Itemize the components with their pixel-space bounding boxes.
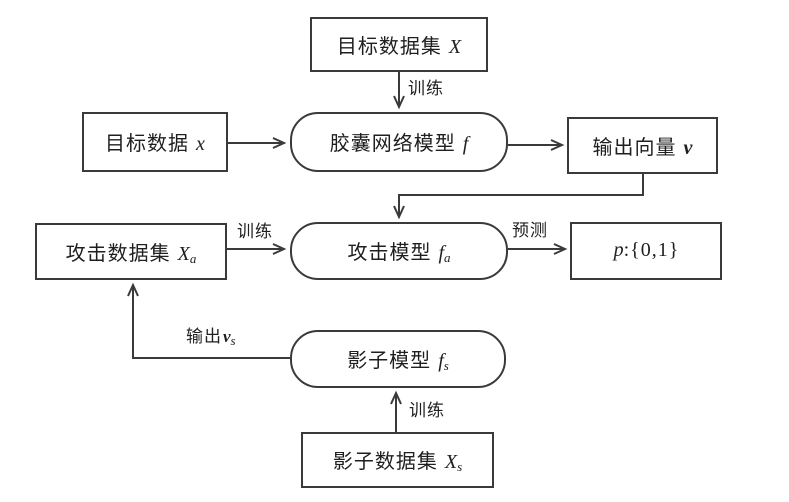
- label-post: :{0,1}: [623, 239, 680, 261]
- node-label: 目标数据 x: [105, 127, 205, 157]
- node-shadow-dataset: 影子数据集 Xs: [301, 432, 494, 488]
- label-text: 攻击数据集: [65, 242, 177, 265]
- label-var: X: [177, 242, 190, 265]
- label-sub: a: [189, 250, 197, 266]
- edge-label-shadow-output: 输出vs: [186, 327, 236, 349]
- node-label: 影子模型 fs: [347, 344, 449, 374]
- label-var: v: [683, 136, 693, 159]
- label-var: X: [448, 35, 462, 58]
- label-var: x: [196, 133, 205, 155]
- node-label: 胶囊网络模型 f: [330, 127, 469, 157]
- label-var: X: [444, 451, 458, 473]
- label-sub: s: [443, 358, 449, 373]
- label-text: 输出向量: [592, 136, 683, 159]
- node-output-vector: 输出向量 v: [567, 117, 718, 174]
- node-label: 攻击数据集 Xa: [66, 237, 197, 267]
- edge-label-predict: 预测: [512, 221, 548, 240]
- edge-vector-to-attack-model: [393, 174, 644, 220]
- label-text: 输出: [186, 327, 222, 346]
- label-sub: a: [444, 250, 451, 265]
- label-text: 胶囊网络模型: [329, 133, 462, 155]
- edge-label-train-attack: 训练: [237, 222, 273, 241]
- node-target-dataset: 目标数据集 X: [310, 17, 488, 72]
- edge-label-train-target: 训练: [408, 79, 444, 98]
- node-prediction: p:{0,1}: [570, 222, 722, 280]
- node-shadow-model: 影子模型 fs: [290, 330, 506, 388]
- label-var: f: [438, 242, 445, 264]
- label-sub: s: [457, 459, 463, 474]
- label-var: f: [462, 133, 469, 155]
- node-attack-model: 攻击模型 fa: [290, 222, 508, 280]
- node-target-data: 目标数据 x: [82, 112, 228, 172]
- label-text: 攻击模型: [347, 242, 438, 264]
- node-label: 目标数据集 X: [337, 30, 461, 60]
- label-var: f: [438, 350, 444, 372]
- node-label: 攻击模型 fa: [347, 236, 450, 266]
- node-label: p:{0,1}: [613, 239, 680, 263]
- label-text: 目标数据: [105, 133, 196, 155]
- label-sub: s: [230, 333, 236, 348]
- label-text: 影子数据集: [332, 451, 444, 473]
- edge-label-train-shadow: 训练: [409, 401, 445, 420]
- node-label: 影子数据集 Xs: [333, 445, 462, 475]
- node-attack-dataset: 攻击数据集 Xa: [35, 223, 227, 280]
- label-var: p: [613, 239, 624, 261]
- label-text: 目标数据集: [336, 35, 448, 58]
- node-label: 输出向量 v: [593, 131, 693, 161]
- node-capsule-network-model: 胶囊网络模型 f: [290, 112, 508, 172]
- label-text: 影子模型: [347, 350, 438, 372]
- label-var: v: [223, 327, 231, 346]
